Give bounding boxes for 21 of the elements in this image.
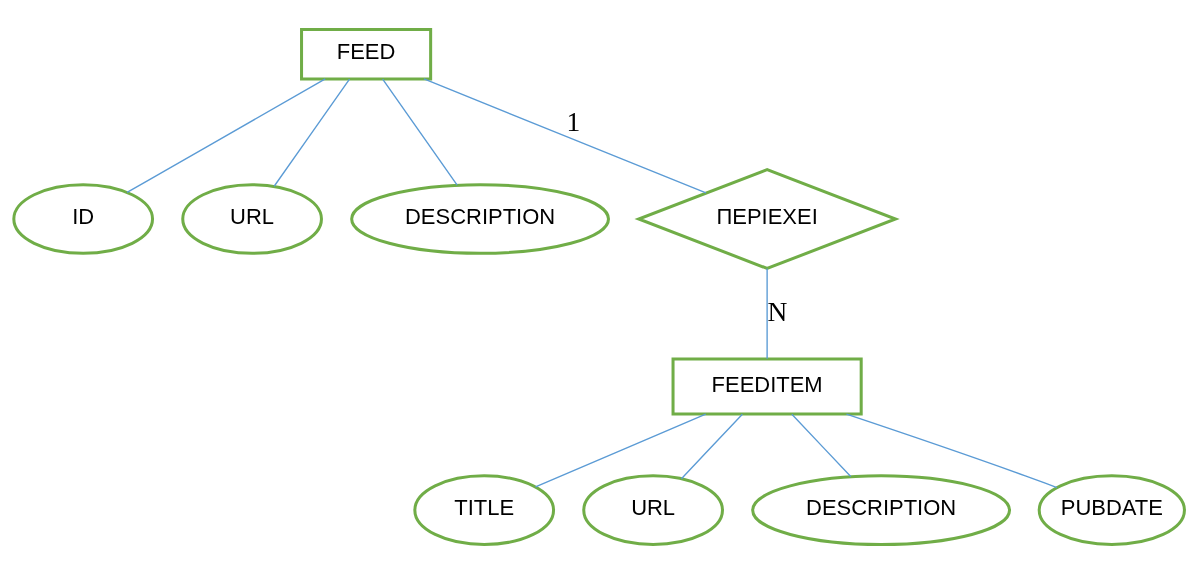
connector <box>423 78 707 194</box>
node-ellipse: URL <box>181 183 323 255</box>
node-ellipse: TITLE <box>413 474 556 546</box>
connector <box>845 413 1058 489</box>
connector <box>126 78 326 194</box>
edge-label: N <box>767 296 788 327</box>
connector <box>273 78 351 187</box>
node-diamond: ΠΕΡΙΕΧΕΙ <box>634 167 900 271</box>
connector <box>534 413 707 488</box>
connector <box>791 413 852 478</box>
node-ellipse: DESCRIPTION <box>350 183 610 255</box>
connector <box>680 413 744 480</box>
node-box: FEEDITEM <box>671 357 863 416</box>
node-ellipse: ID <box>12 183 155 255</box>
node-box: FEED <box>300 27 433 81</box>
node-ellipse: PUBDATE <box>1037 474 1186 546</box>
node-ellipse: DESCRIPTION <box>751 474 1011 546</box>
node-ellipse: URL <box>582 474 724 546</box>
edge-label: 1 <box>566 107 581 138</box>
connector <box>766 267 768 360</box>
connector <box>382 78 458 186</box>
